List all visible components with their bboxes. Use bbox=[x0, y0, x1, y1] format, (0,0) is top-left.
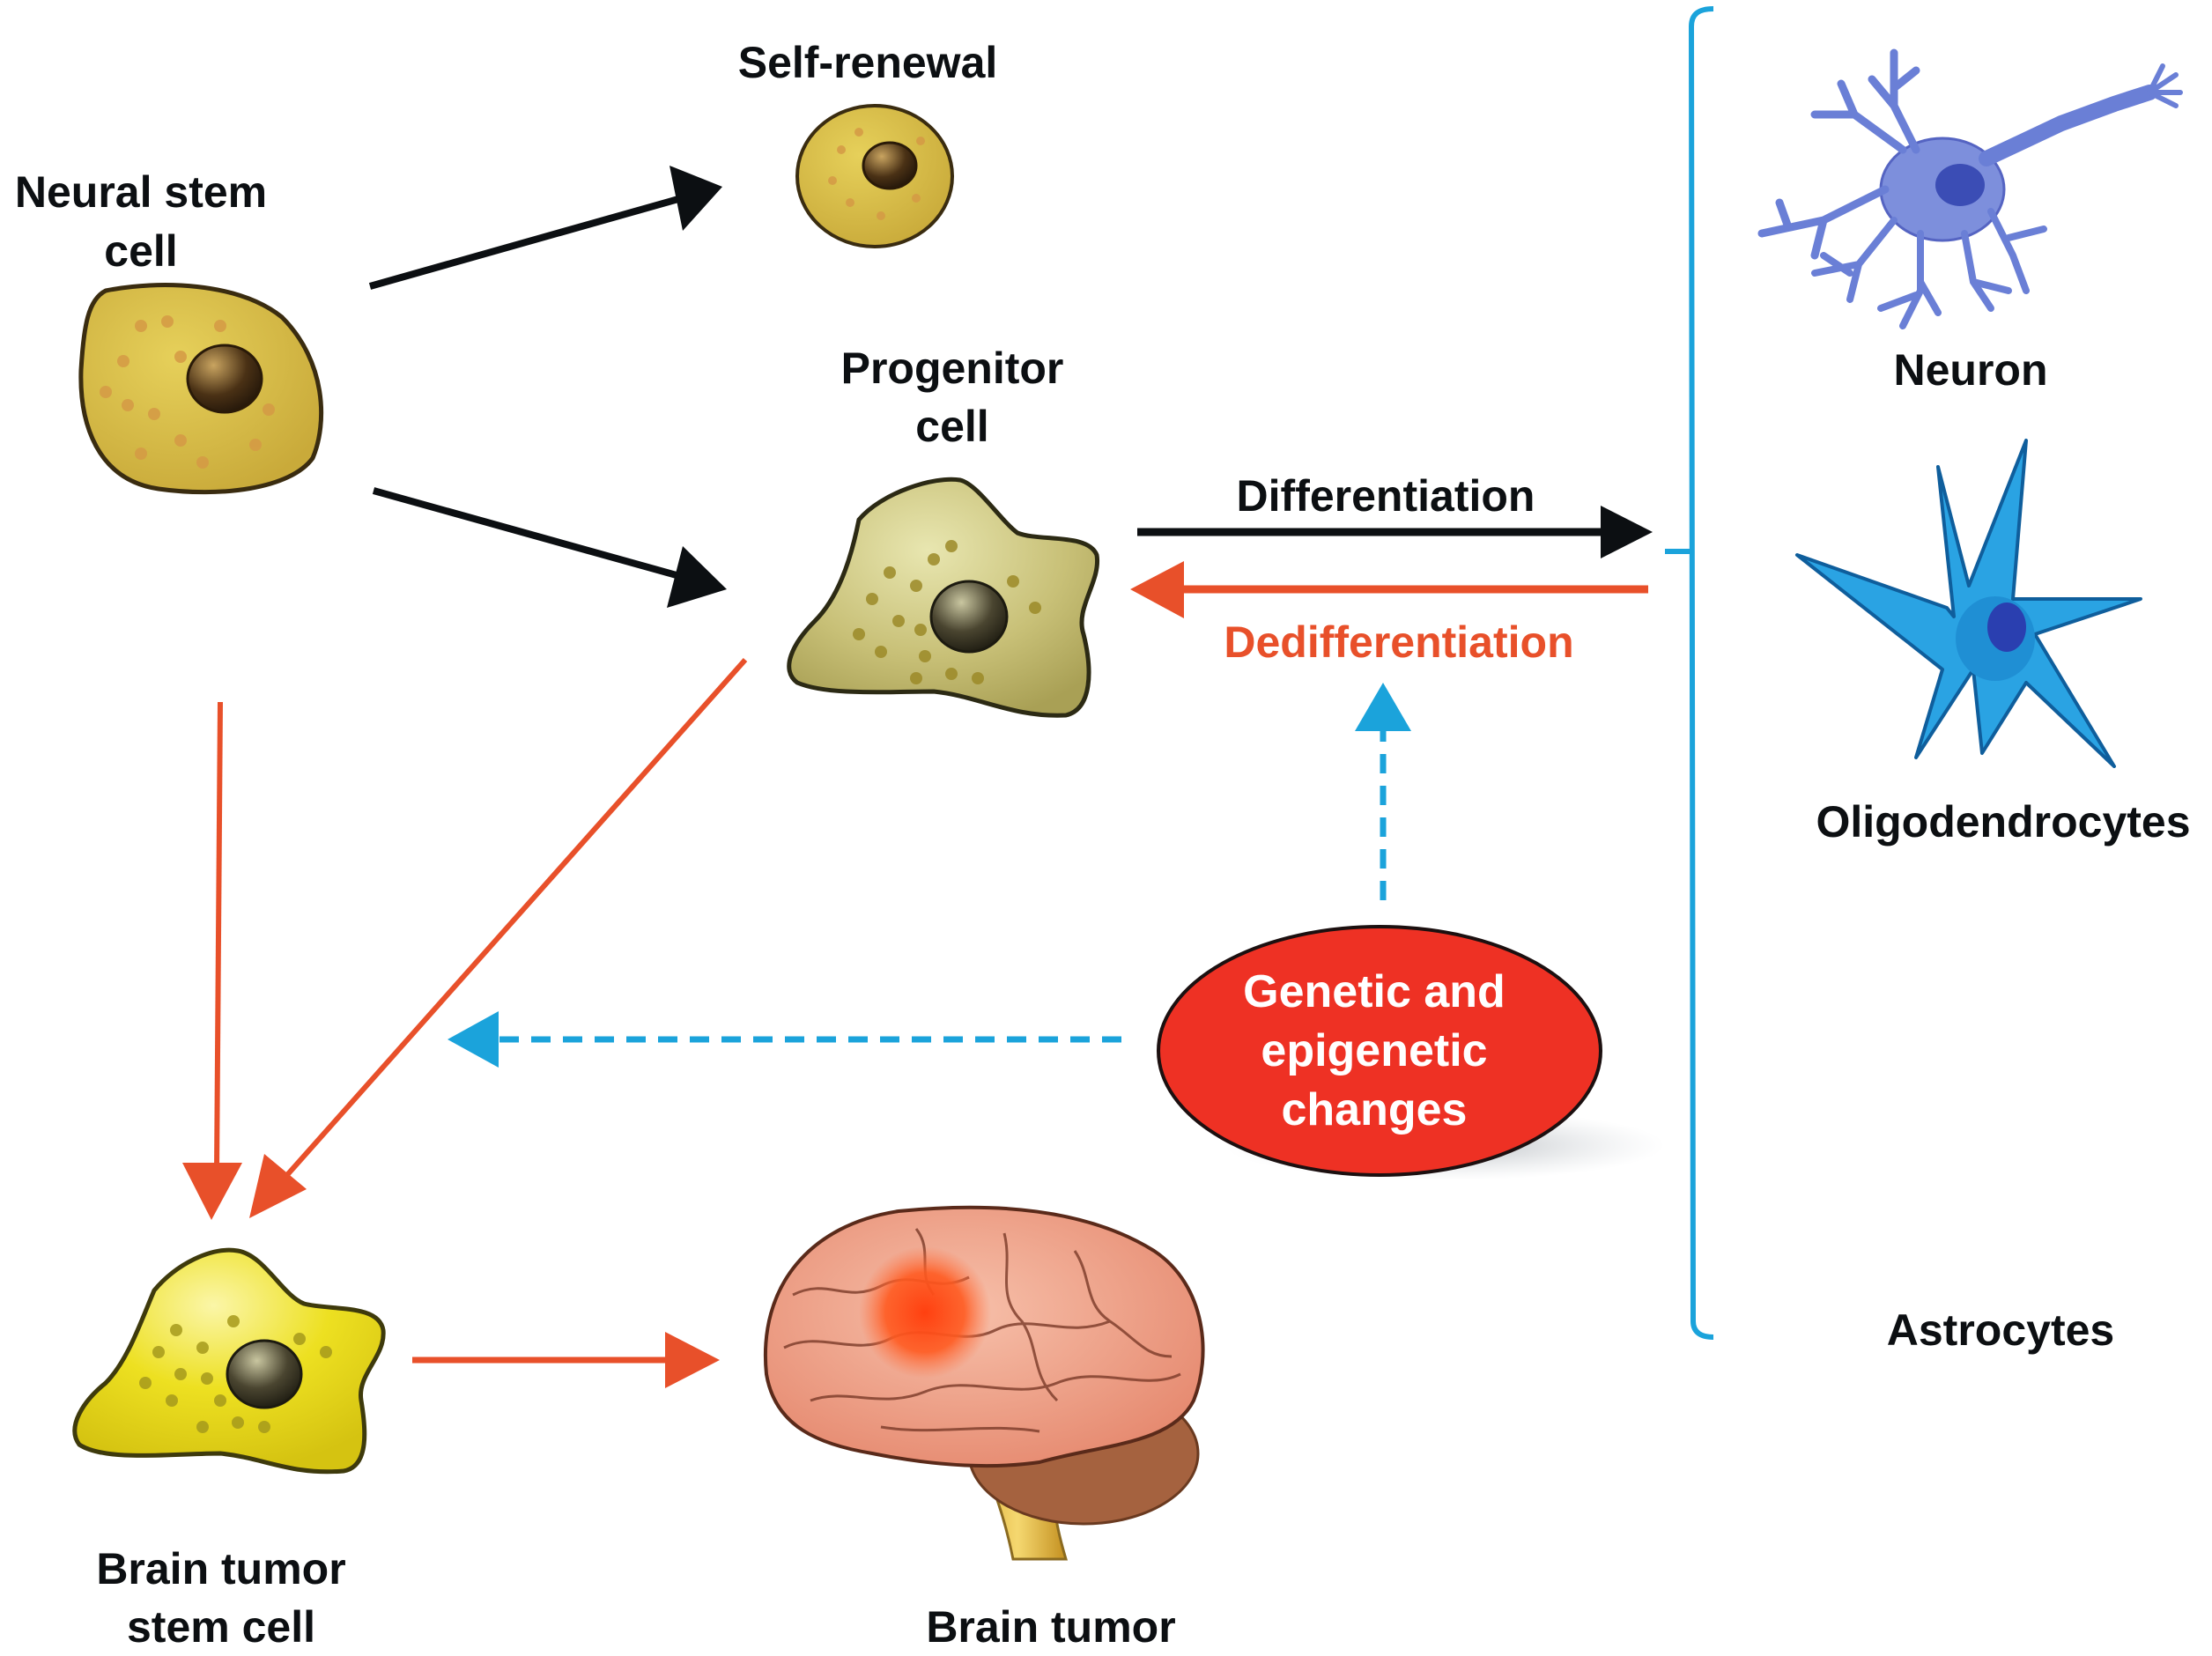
brain-tumor-stem-cell-label-line2: stem cell bbox=[127, 1602, 315, 1652]
differentiation-label: Differentiation bbox=[1237, 471, 1535, 521]
neural-stem-cell-label-line2: cell bbox=[104, 226, 177, 276]
arrow-progenitor-to-tumor-stem-cell bbox=[249, 658, 748, 1218]
differentiation-arrow bbox=[1137, 506, 1653, 558]
arrow-nsc-to-tumor-stem-cell bbox=[182, 701, 242, 1220]
genetic-changes-label-line1: Genetic and bbox=[1243, 966, 1505, 1017]
brain-icon bbox=[763, 1205, 1205, 1561]
differentiated-cells-bracket bbox=[1665, 6, 1714, 1340]
genetic-changes-label-line3: changes bbox=[1282, 1084, 1468, 1135]
self-renewal-label: Self-renewal bbox=[738, 38, 998, 87]
neural-stem-cell-label-line1: Neural stem bbox=[15, 167, 267, 217]
genetic-to-dedifferentiation-arrow bbox=[1355, 683, 1411, 900]
arrow-nsc-to-progenitor bbox=[372, 487, 727, 608]
astrocytes-label: Astrocytes bbox=[1887, 1305, 2114, 1355]
brain-tumor-label: Brain tumor bbox=[926, 1602, 1175, 1652]
neuron-label: Neuron bbox=[1894, 345, 2048, 395]
genetic-epigenetic-changes-node: Genetic and epigenetic changes bbox=[1157, 925, 1665, 1180]
self-renewal-cell-icon bbox=[795, 104, 954, 248]
progenitor-cell-label-line2: cell bbox=[915, 402, 988, 451]
dedifferentiation-label: Dedifferentiation bbox=[1224, 617, 1573, 667]
oligodendrocytes-label: Oligodendrocytes bbox=[1816, 797, 2190, 846]
genetic-to-tumor-stem-cell-arrow bbox=[448, 1011, 1121, 1068]
brain-tumor-stem-cell-label-line1: Brain tumor bbox=[96, 1544, 345, 1593]
progenitor-cell-label-line1: Progenitor bbox=[841, 344, 1064, 393]
arrow-nsc-to-self-renewal bbox=[368, 166, 722, 290]
progenitor-cell-icon bbox=[787, 477, 1100, 718]
oligodendrocyte-icon bbox=[1795, 439, 2142, 768]
neural-stem-cell-icon bbox=[78, 283, 324, 495]
neuron-icon bbox=[1757, 48, 2183, 329]
dedifferentiation-arrow bbox=[1130, 561, 1648, 618]
genetic-changes-label-line2: epigenetic bbox=[1261, 1025, 1487, 1076]
brain-tumor-stem-cell-icon bbox=[72, 1247, 386, 1475]
arrow-tumor-stem-cell-to-brain-tumor bbox=[412, 1332, 720, 1388]
